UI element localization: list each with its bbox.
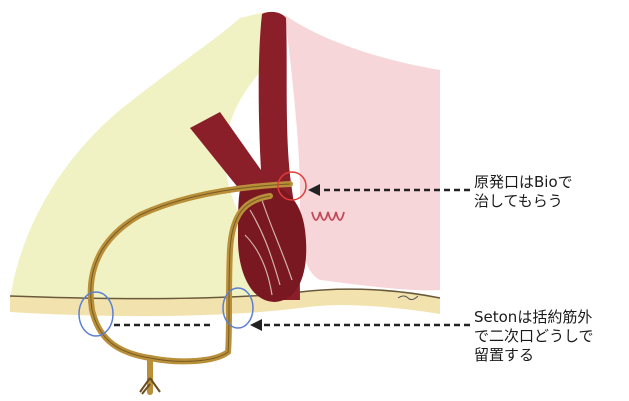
- mucosa-region: [285, 15, 440, 290]
- annotation-seton-line-2: で二次口どうしで: [474, 327, 594, 346]
- arrow-seton: [110, 319, 470, 331]
- annotation-primary-line-1: 原発口はBioで: [474, 173, 573, 192]
- annotation-seton-line-3: 留置する: [474, 346, 594, 365]
- annotation-primary-opening: 原発口はBioで 治してもらう: [474, 173, 573, 211]
- annotation-seton: Setonは括約筋外 で二次口どうしで 留置する: [474, 308, 594, 365]
- annotation-seton-line-1: Setonは括約筋外: [474, 308, 594, 327]
- annotation-primary-line-2: 治してもらう: [474, 192, 573, 211]
